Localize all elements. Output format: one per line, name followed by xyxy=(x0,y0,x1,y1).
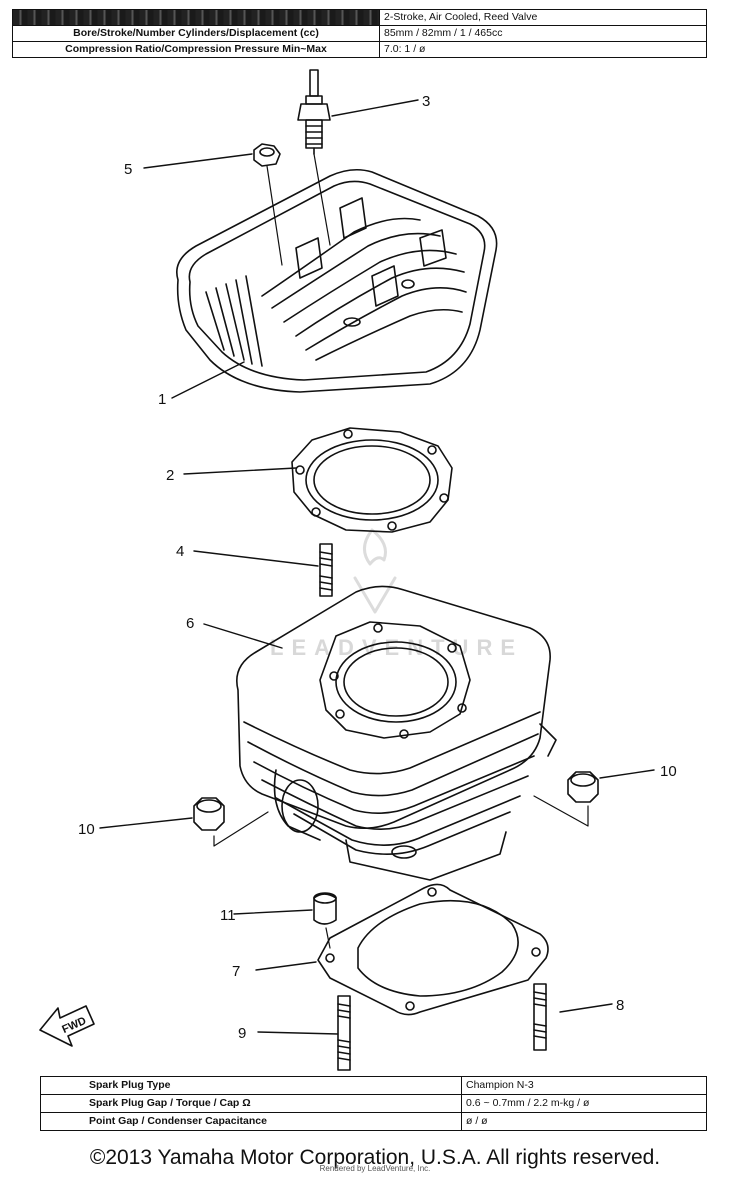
rendered-by-notice: Rendered by LeadVenture, Inc. xyxy=(319,1164,431,1173)
leader-lines xyxy=(99,99,655,1035)
copyright-notice: ©2013 Yamaha Motor Corporation, U.S.A. A… xyxy=(89,1146,661,1169)
base-gasket[interactable] xyxy=(317,883,549,1016)
spec-value: ø / ø xyxy=(461,1112,707,1131)
stud-bolt-left[interactable] xyxy=(337,995,351,1071)
callout-11: 11 xyxy=(220,907,236,924)
callout-labels: 1 2 3 4 5 6 7 8 9 10 10 11 xyxy=(78,93,677,1042)
spec-label: Spark Plug Type xyxy=(40,1076,462,1095)
callout-9: 9 xyxy=(238,1025,246,1042)
spark-plug[interactable] xyxy=(297,69,331,155)
spec-label-redacted xyxy=(12,9,380,26)
callout-3: 3 xyxy=(422,93,430,110)
callout-8: 8 xyxy=(616,997,624,1014)
ignition-spec-table: Spark Plug Type Champion N-3 Spark Plug … xyxy=(40,1076,707,1131)
callout-7: 7 xyxy=(232,963,240,980)
spec-value: 7.0: 1 / ø xyxy=(379,41,707,58)
cylinder-head[interactable] xyxy=(176,168,498,393)
spec-row: Compression Ratio/Compression Pressure M… xyxy=(12,41,707,58)
spec-label: Compression Ratio/Compression Pressure M… xyxy=(12,41,380,58)
callout-10-right: 10 xyxy=(660,763,677,780)
callout-1: 1 xyxy=(158,391,166,408)
dowel-pin[interactable] xyxy=(313,892,337,925)
spec-label: Point Gap / Condenser Capacitance xyxy=(40,1112,462,1131)
cylinder-barrel[interactable] xyxy=(236,585,557,881)
callout-6: 6 xyxy=(186,615,194,632)
callout-5: 5 xyxy=(124,161,132,178)
spec-value: Champion N-3 xyxy=(461,1076,707,1095)
assembly-guide-lines xyxy=(266,153,331,266)
engine-spec-table: 2-Stroke, Air Cooled, Reed Valve Bore/St… xyxy=(12,9,707,58)
stud-bolt-right[interactable] xyxy=(533,983,547,1051)
cylinder-nut-right[interactable] xyxy=(567,771,599,803)
callout-10-left: 10 xyxy=(78,821,95,838)
assembly-guide-line xyxy=(325,927,331,949)
spec-label: Spark Plug Gap / Torque / Cap Ω xyxy=(40,1094,462,1113)
head-nut[interactable] xyxy=(253,143,281,167)
cylinder-nut-left[interactable] xyxy=(193,797,225,831)
assembly-guide-lines xyxy=(213,795,589,847)
spec-row: Spark Plug Gap / Torque / Cap Ω 0.6 ~ 0.… xyxy=(40,1094,707,1113)
spec-row: Point Gap / Condenser Capacitance ø / ø xyxy=(40,1112,707,1131)
watermark-logo xyxy=(353,528,397,614)
spec-row: Spark Plug Type Champion N-3 xyxy=(40,1076,707,1095)
callout-4: 4 xyxy=(176,543,184,560)
stud-bolt-short[interactable] xyxy=(319,543,333,597)
spec-value: 0.6 ~ 0.7mm / 2.2 m-kg / ø xyxy=(461,1094,707,1113)
forward-arrow-icon xyxy=(39,1005,95,1047)
head-gasket[interactable] xyxy=(291,427,453,533)
callout-2: 2 xyxy=(166,467,174,484)
